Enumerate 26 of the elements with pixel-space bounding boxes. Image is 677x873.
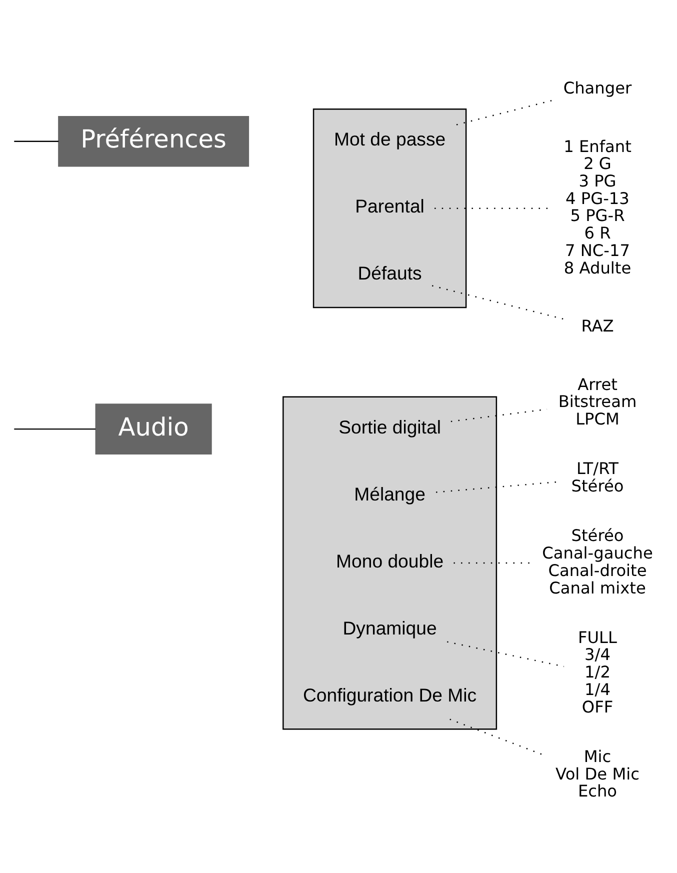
- node-text: Arret Bitstream LPCM: [558, 374, 637, 429]
- node-text: Changer: [563, 78, 632, 98]
- node-text: LT/RT Stéréo: [571, 459, 624, 496]
- connector: [456, 100, 553, 126]
- connector: [14, 428, 96, 430]
- node-text: FULL 3/4 1/2 1/4 OFF: [578, 628, 618, 716]
- node-text: RAZ: [581, 316, 614, 336]
- node-text: Parental: [355, 196, 424, 217]
- node-text: Dynamique: [342, 617, 437, 638]
- cluster: [282, 396, 498, 730]
- connector: [14, 140, 59, 142]
- node-box: Préférences: [58, 116, 250, 167]
- cluster: [312, 108, 467, 308]
- node-text: Défauts: [358, 262, 422, 284]
- connector: [432, 285, 564, 320]
- node-text: Mono double: [336, 550, 444, 572]
- node-text: Stéréo Canal-gauche Canal-droite Canal mixte: [542, 526, 653, 598]
- node-text: Configuration De Mic: [302, 684, 477, 706]
- node-text: Mic Vol De Mic Echo: [556, 746, 640, 801]
- connector: [450, 718, 544, 756]
- node-text: Sortie digital: [338, 416, 441, 438]
- node-text: Mot de passe: [334, 128, 446, 150]
- connector: [446, 641, 564, 668]
- node-box: Audio: [95, 404, 212, 454]
- node-text: 1 Enfant 2 G 3 PG 4 PG-13 5 PG-R 6 R 7 NC-17 8 Adulte: [564, 136, 632, 278]
- node-text: Mélange: [354, 483, 426, 504]
